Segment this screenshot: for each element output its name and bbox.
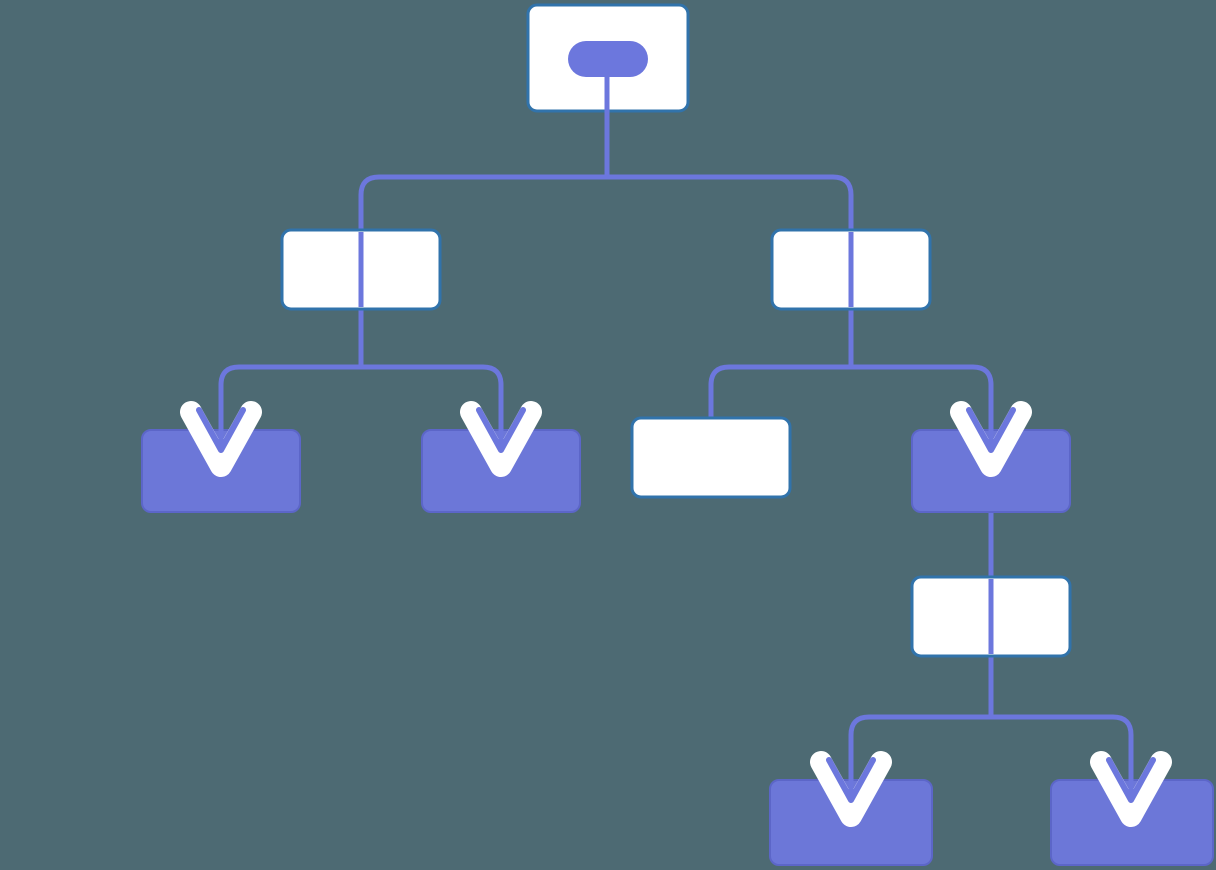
connector-e-l3card-to-leafe [988,654,1134,782]
connector-e-root-to-l1right [604,118,854,232]
node-n-card-plain[interactable] [630,416,792,499]
arrow-white-chevron [460,401,542,477]
card-passthrough-line [848,232,854,307]
connector-e-root-to-l1left [358,118,610,232]
card-passthrough-line [358,232,364,307]
arrow-indicator-n-leaf-a [180,392,262,477]
connector-e-l1right-to-cardplain [708,307,854,420]
edge-layer [218,118,1134,782]
root-stem-marker [604,61,610,118]
arrow-purple-chevron [826,757,876,803]
connector-e-l1left-to-leafb [358,307,504,432]
node-n-l1-right[interactable] [770,228,932,311]
arrow-indicator-n-leaf-b [460,392,542,477]
card-node-body[interactable] [630,416,792,499]
arrow-indicator-n-leaf-d [810,742,892,827]
arrow-purple-chevron [1106,757,1156,803]
card-passthrough-line [988,579,994,654]
node-n-root[interactable] [526,3,690,118]
connector-e-l1left-to-leafa [218,307,364,432]
arrow-purple-chevron [476,407,526,453]
node-layer [141,3,1214,866]
arrow-white-chevron [950,401,1032,477]
node-n-l1-left[interactable] [280,228,442,311]
arrow-indicator-n-leaf-c [950,392,1032,477]
arrow-white-chevron [810,751,892,827]
arrow-purple-chevron [966,407,1016,453]
arrowhead-layer [180,392,1172,827]
connector-e-l1right-to-leafc [848,307,994,432]
arrow-purple-chevron [196,407,246,453]
arrow-white-chevron [180,401,262,477]
node-n-l3-card[interactable] [910,575,1072,658]
root-pill-marker [568,41,648,77]
connector-e-l3card-to-leafd [848,654,994,782]
arrow-white-chevron [1090,751,1172,827]
arrow-indicator-n-leaf-e [1090,742,1172,827]
